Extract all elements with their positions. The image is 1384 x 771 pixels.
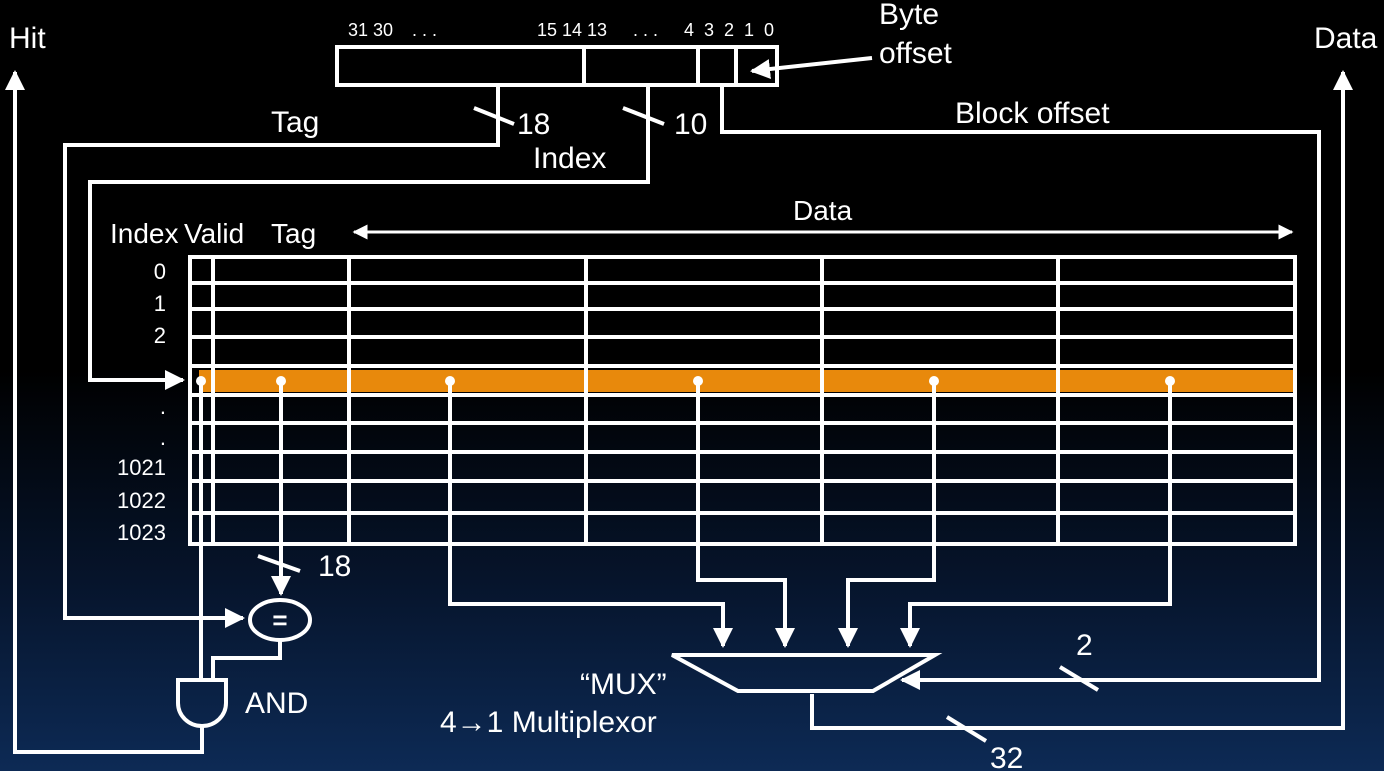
byte-offset-label-line2: offset xyxy=(879,37,952,70)
and-gate xyxy=(176,678,228,728)
data-word3-tap-dot xyxy=(1165,376,1175,386)
block-offset-wire xyxy=(720,85,1321,690)
compare-width-label: 18 xyxy=(318,550,351,583)
data-word1-tap-dot xyxy=(693,376,703,386)
address-bits-low: 4 3 2 1 0 xyxy=(684,20,774,40)
comparator-symbol: = xyxy=(272,605,287,635)
data-output-label: Data xyxy=(1314,22,1378,55)
row-index-label: 2 xyxy=(154,323,166,348)
address-bits-high: 31 30 xyxy=(348,20,393,40)
row-dividers xyxy=(190,281,1295,515)
multiplexor xyxy=(671,653,943,693)
row-index-labels: 0 1 2 . . . 1021 1022 1023 xyxy=(117,259,166,545)
row-index-label: . xyxy=(160,361,166,386)
valid-tap-dot xyxy=(196,376,206,386)
row-index-label: . xyxy=(160,425,166,450)
data-word0-wire xyxy=(448,381,733,648)
cache-table-frame xyxy=(188,255,1297,546)
row-index-label: 1 xyxy=(154,291,166,316)
row-index-label: . xyxy=(160,394,166,419)
column-header-index: Index xyxy=(110,218,179,249)
row-index-label: 1022 xyxy=(117,488,166,513)
data-output-wire xyxy=(810,70,1353,730)
compare-bus-slash xyxy=(257,554,301,573)
address-bits-mid: 15 14 13 xyxy=(537,20,607,40)
compare-result-wire xyxy=(211,640,282,680)
tag-field-label: Tag xyxy=(271,106,319,139)
index-wire xyxy=(88,85,650,390)
row-index-label: 0 xyxy=(154,259,166,284)
data-word1-wire xyxy=(696,381,795,648)
column-header-tag: Tag xyxy=(271,218,316,249)
address-bits-dots-high: . . . xyxy=(412,20,437,40)
address-register: 31 30 . . . 15 14 13 . . . 4 3 2 1 0 xyxy=(335,20,779,87)
column-header-data: Data xyxy=(793,195,853,226)
address-bits-dots-mid: . . . xyxy=(633,20,658,40)
row-index-label: 1021 xyxy=(117,455,166,480)
index-bus-slash xyxy=(622,106,665,126)
data-word2-wire xyxy=(838,381,936,648)
index-field-label: Index xyxy=(533,142,606,175)
output-width-label: 32 xyxy=(990,742,1023,771)
byte-offset-label-line1: Byte xyxy=(879,0,939,31)
byte-offset-arrow xyxy=(750,56,873,80)
tag-comparator xyxy=(248,598,312,642)
cache-table xyxy=(188,255,1297,546)
tag-tap-dot xyxy=(276,376,286,386)
tag-width-label: 18 xyxy=(517,108,550,141)
data-word2-tap-dot xyxy=(929,376,939,386)
column-header-valid: Valid xyxy=(184,218,244,249)
block-offset-label: Block offset xyxy=(955,97,1110,130)
hit-label: Hit xyxy=(9,22,46,55)
selected-row-highlight xyxy=(199,370,1293,392)
row-index-label: 1023 xyxy=(117,520,166,545)
tag-bus-slash xyxy=(473,106,515,126)
data-word3-wire xyxy=(900,381,1172,648)
mux-label: “MUX” xyxy=(580,668,667,701)
mux-description: 4→1 Multiplexor xyxy=(440,706,657,739)
data-word0-tap-dot xyxy=(445,376,455,386)
select-bus-slash xyxy=(1058,665,1100,692)
hit-wire xyxy=(4,70,204,754)
select-width-label: 2 xyxy=(1076,629,1093,662)
index-width-label: 10 xyxy=(674,108,707,141)
output-bus-slash xyxy=(945,715,988,743)
and-gate-label: AND xyxy=(245,687,308,720)
tag-wire xyxy=(63,85,500,628)
